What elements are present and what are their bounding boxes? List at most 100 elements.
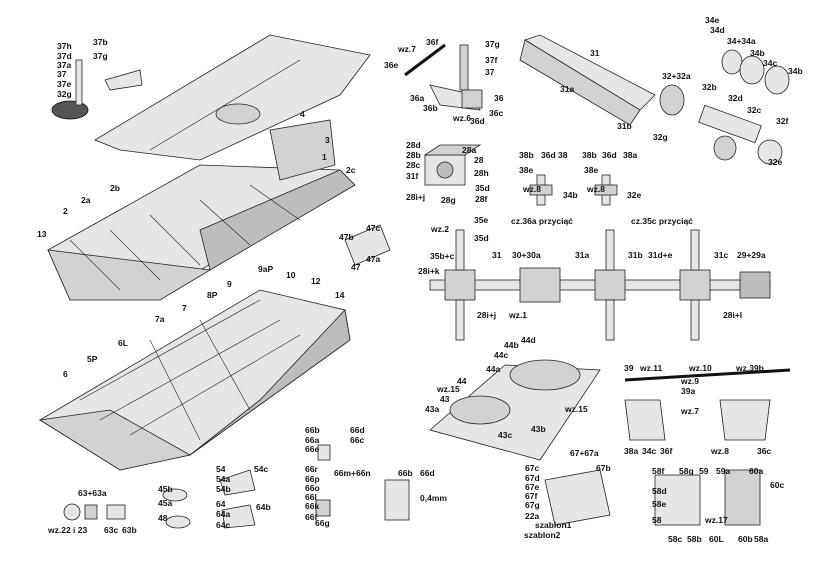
part-label-floor_plate: 44c xyxy=(494,350,508,360)
part-label-wheel_set: 32+32a xyxy=(662,71,691,81)
part-label-hull_lower: 9 xyxy=(227,279,232,289)
part-label-headlight: 58f xyxy=(652,466,664,476)
part-label-axle: 35b+c xyxy=(430,251,455,261)
part-label-strips: 0,4mm xyxy=(420,493,447,503)
part-label-floor_plate: 44 xyxy=(457,376,467,386)
part-label-floor_plate: 44a xyxy=(486,364,500,374)
part-label-suspension: 39a xyxy=(681,386,695,396)
part-label-headlight: 59a xyxy=(716,466,730,476)
part-label-wheel_set: 34d xyxy=(710,25,725,35)
part-label-hull_lower: 9aP xyxy=(258,264,273,274)
part-label-axle: 35d xyxy=(474,233,489,243)
part-label-strips: 66p xyxy=(305,474,320,484)
part-label-gearbox: 28b xyxy=(406,150,421,160)
part-label-small_parts: 64a xyxy=(216,509,230,519)
part-label-axle: wz.1 xyxy=(508,310,527,320)
part-label-hatch: 67e xyxy=(525,482,539,492)
part-label-strips: 66e xyxy=(305,444,319,454)
part-label-suspension: wz.7 xyxy=(680,406,699,416)
part-label-tie_rod: 37g xyxy=(485,39,500,49)
part-label-hull_upper: 2a xyxy=(81,195,91,205)
part-label-headlight: 60c xyxy=(770,480,784,490)
part-label-shafts: 38b xyxy=(582,150,597,160)
part-label-headlight: 58 xyxy=(652,515,662,525)
part-label-wheel_set: 34+34a xyxy=(727,36,756,46)
part-label-floor_plate: wz.15 xyxy=(564,404,588,414)
strip-details xyxy=(315,444,410,521)
part-label-axle: 31b xyxy=(628,250,643,260)
part-label-hull_upper: 37 xyxy=(57,69,67,79)
part-label-axle: 31 xyxy=(492,250,502,260)
part-label-wheel_set: 34b xyxy=(750,48,765,58)
part-label-small_parts: 63+63a xyxy=(78,488,107,498)
part-label-suspension: 34c xyxy=(642,446,656,456)
part-label-hatch: 67g xyxy=(525,500,540,510)
part-label-strips: 66m+66n xyxy=(334,468,371,478)
part-label-axle: 31c xyxy=(714,250,728,260)
part-label-hull_lower: 5P xyxy=(87,354,98,364)
gearbox-assembly xyxy=(423,144,482,186)
part-label-gearbox: 31f xyxy=(406,171,418,181)
part-label-hull_lower: 12 xyxy=(311,276,321,286)
part-label-hull_upper: 2c xyxy=(346,165,356,175)
part-label-small_parts: 54 xyxy=(216,464,226,474)
part-label-strips: 66l xyxy=(305,492,317,502)
part-label-headlight: 60L xyxy=(709,534,724,544)
part-label-wheel_set: 32d xyxy=(728,93,743,103)
part-label-axle: cz.35c przyciąć xyxy=(631,216,693,226)
part-label-hatch: 67d xyxy=(525,473,540,483)
part-label-headlight: 58e xyxy=(652,499,666,509)
part-label-strips: 66b xyxy=(305,425,320,435)
part-label-axle: 28i+k xyxy=(418,266,440,276)
part-label-tie_rod: 36e xyxy=(384,60,398,70)
part-label-hull_lower: 10 xyxy=(286,270,296,280)
part-label-axle: 30+30a xyxy=(512,250,541,260)
part-label-hull_upper: 37h xyxy=(57,41,72,51)
part-label-wheel_set: 32e xyxy=(768,157,782,167)
part-label-shafts: 36d xyxy=(602,150,617,160)
part-label-strips: 66b xyxy=(398,468,413,478)
part-label-hatch: szablon2 xyxy=(524,530,561,540)
part-label-headlight: 58d xyxy=(652,486,667,496)
part-label-hull_lower: 7 xyxy=(182,303,187,313)
part-label-wheel_set: 34b xyxy=(788,66,803,76)
part-label-strips: 66c xyxy=(350,435,364,445)
part-label-hatch: 22a xyxy=(525,511,539,521)
part-label-floor_plate: 44b xyxy=(504,340,519,350)
part-label-wheel_set: 34c xyxy=(763,58,777,68)
part-label-shafts: 36d xyxy=(541,150,556,160)
suspension-assembly xyxy=(624,368,791,441)
part-label-gearbox: 35d xyxy=(475,183,490,193)
floor-plate-assembly xyxy=(429,359,601,461)
part-label-small_parts: wz.22 i 23 xyxy=(47,525,87,535)
part-label-floor_plate: 44d xyxy=(521,335,536,345)
part-label-shafts: 38a xyxy=(623,150,637,160)
part-label-wheel_set: 32c xyxy=(747,105,761,115)
part-label-gearbox: 28f xyxy=(475,194,487,204)
part-label-axle: wz.2 xyxy=(430,224,449,234)
hatch-assembly xyxy=(544,469,611,526)
part-label-axle: 31a xyxy=(575,250,589,260)
part-label-shafts: wz.8 xyxy=(586,184,605,194)
part-label-tie_rod: wz.6 xyxy=(452,113,471,123)
part-label-hull_lower: 6 xyxy=(63,369,68,379)
part-label-hatch: 67+67a xyxy=(570,448,599,458)
part-label-suspension: wz.9 xyxy=(680,376,699,386)
part-label-fender: 31a xyxy=(560,84,574,94)
part-label-hull_lower: 8P xyxy=(207,290,218,300)
part-label-hull_lower: 6L xyxy=(118,338,128,348)
part-label-shafts: 38e xyxy=(584,165,598,175)
part-label-small_parts: 64b xyxy=(256,502,271,512)
headlight-assembly xyxy=(654,469,761,526)
part-label-tie_rod: 37f xyxy=(485,55,497,65)
part-label-hull_lower: 7a xyxy=(155,314,165,324)
part-label-wheel_set: 32b xyxy=(702,82,717,92)
part-label-shafts: 34b xyxy=(563,190,578,200)
part-label-hull_upper: 37a xyxy=(57,60,71,70)
part-label-small_parts: 64c xyxy=(216,520,230,530)
part-label-axle: 28i+j xyxy=(477,310,496,320)
tie-rod-assembly xyxy=(404,43,483,111)
part-label-small_parts: 54a xyxy=(216,474,230,484)
part-label-bracket: 47c xyxy=(366,223,380,233)
part-label-headlight: 58g xyxy=(679,466,694,476)
